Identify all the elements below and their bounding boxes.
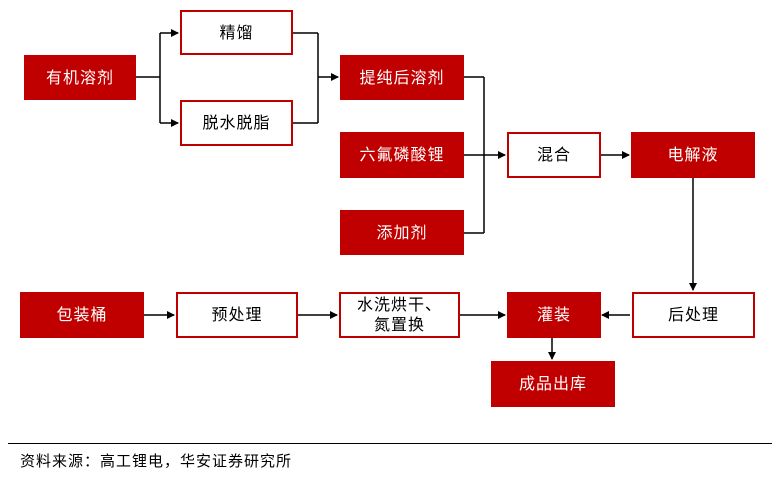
node-distillation: 精馏 (180, 10, 293, 55)
node-drum: 包装桶 (20, 292, 144, 338)
node-filling: 灌装 (507, 292, 601, 338)
node-dehydration: 脱水脱脂 (180, 100, 293, 146)
source-note: 资料来源：高工锂电，华安证券研究所 (20, 452, 293, 470)
node-post-processing: 后处理 (632, 292, 755, 338)
node-lipf6: 六氟磷酸锂 (340, 132, 464, 178)
node-purified-solvent: 提纯后溶剂 (340, 55, 464, 100)
node-pretreatment: 预处理 (176, 292, 298, 338)
node-electrolyte: 电解液 (631, 132, 755, 178)
node-mixing: 混合 (507, 132, 601, 178)
node-organic-solvent: 有机溶剂 (24, 55, 136, 100)
footer-divider (8, 443, 772, 444)
node-additive: 添加剂 (340, 210, 464, 255)
node-finished-storage: 成品出库 (491, 361, 615, 407)
node-washing: 水洗烘干、 氮置换 (339, 292, 460, 338)
